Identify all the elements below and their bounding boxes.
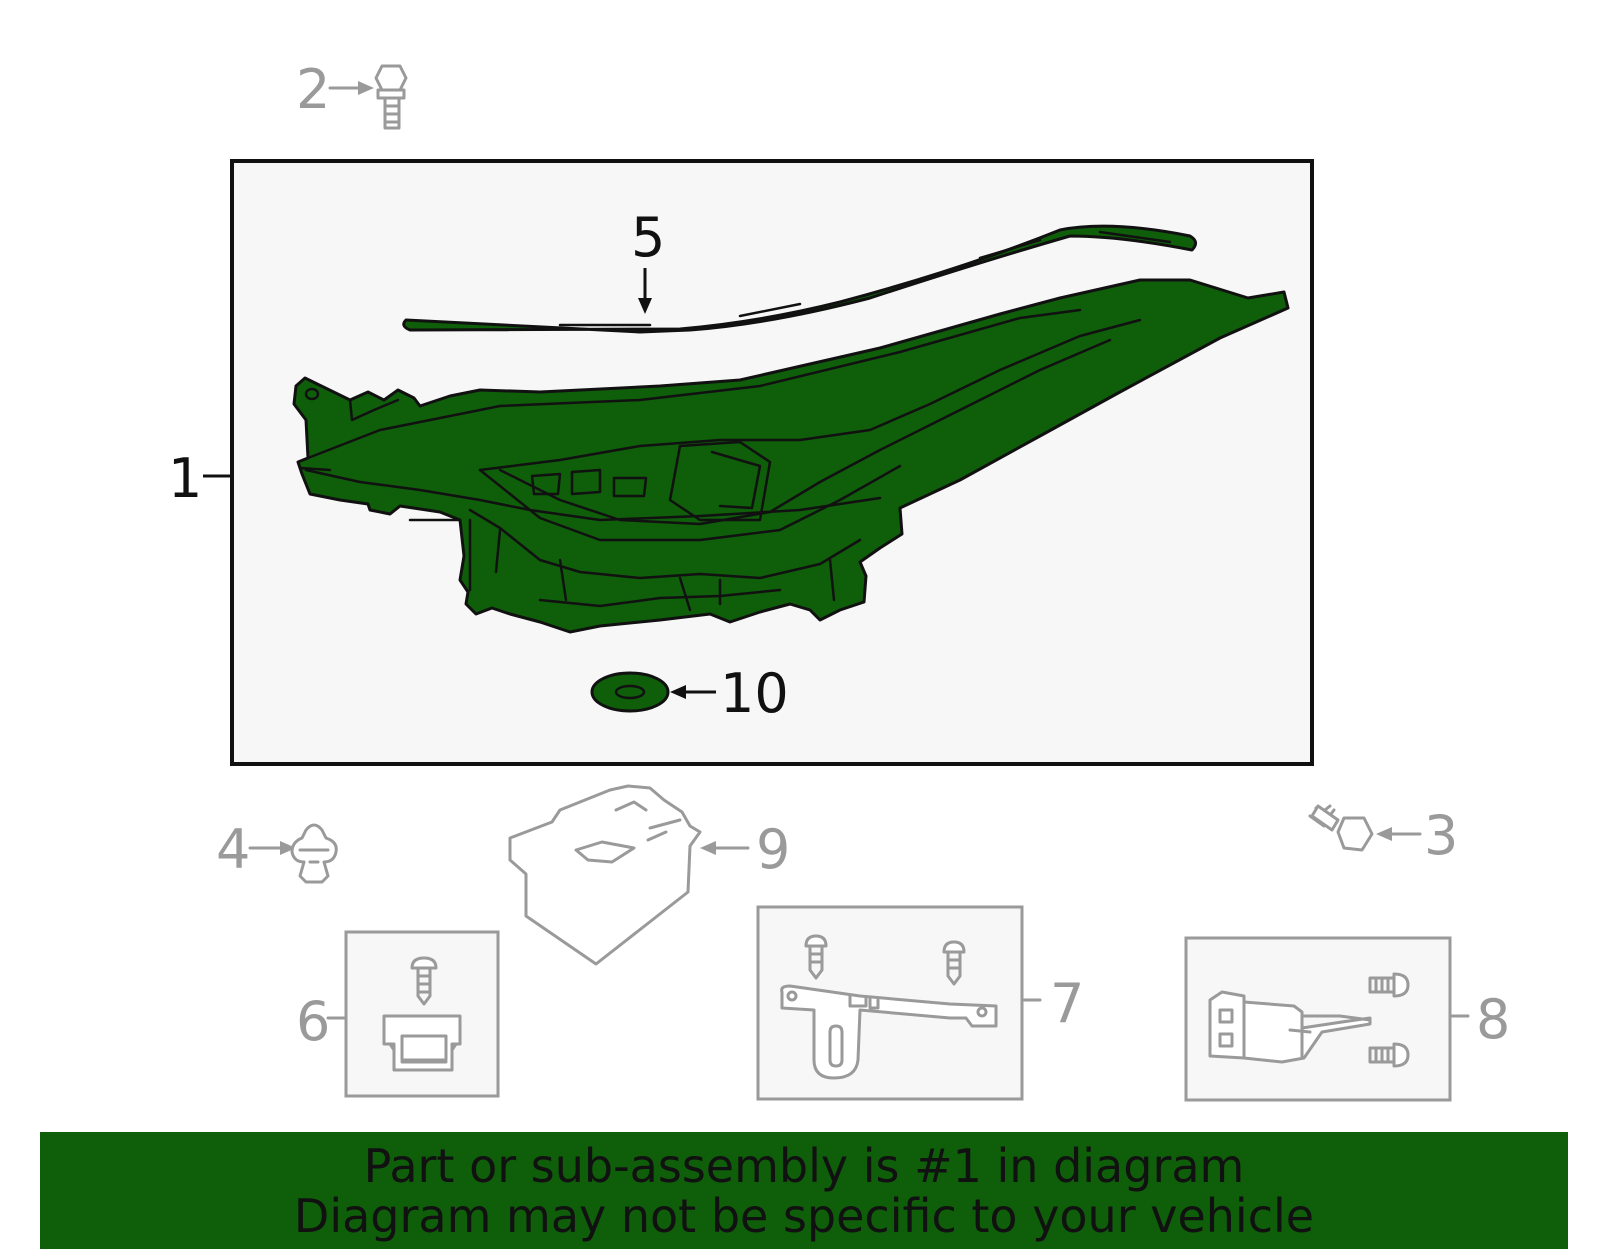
part-10-grommet[interactable] bbox=[590, 671, 670, 713]
callout-2-arrowhead bbox=[358, 81, 374, 95]
part-8-motor-icon bbox=[1208, 990, 1372, 1064]
part-2-bolt-icon[interactable] bbox=[374, 64, 408, 130]
callout-9-arrowhead bbox=[700, 841, 716, 855]
callout-7: 7 bbox=[1050, 972, 1084, 1035]
callout-10-arrowhead bbox=[670, 685, 686, 699]
callout-9: 9 bbox=[756, 818, 790, 881]
callout-4-arrowhead bbox=[280, 841, 296, 855]
part-6-screw-icon bbox=[410, 956, 438, 1006]
part-7-screw-left-icon bbox=[804, 934, 828, 980]
part-7-bracket-icon bbox=[780, 984, 998, 1080]
part-1-headlamp-assembly[interactable] bbox=[292, 278, 1290, 634]
part-9-bracket[interactable] bbox=[508, 784, 702, 966]
part-8-screw-bottom-icon bbox=[1368, 1042, 1410, 1068]
callout-6: 6 bbox=[296, 990, 330, 1053]
callout-4: 4 bbox=[216, 818, 250, 881]
callout-8: 8 bbox=[1476, 988, 1510, 1051]
callout-5: 5 bbox=[631, 206, 665, 269]
part-8-screw-top-icon bbox=[1368, 972, 1410, 998]
part-7-screw-right-icon bbox=[942, 940, 966, 986]
part-3-bolt-icon[interactable] bbox=[1308, 804, 1374, 852]
part-5-seal-strip[interactable] bbox=[402, 224, 1197, 334]
callout-5-arrowhead bbox=[638, 298, 652, 314]
callout-10: 10 bbox=[720, 662, 789, 725]
part-4-clip-icon[interactable] bbox=[290, 823, 338, 884]
footer-line-1: Part or sub-assembly is #1 in diagram bbox=[363, 1138, 1245, 1193]
part-6-adjuster-icon bbox=[382, 1014, 462, 1072]
footer-line-2: Diagram may not be specific to your vehi… bbox=[293, 1188, 1315, 1243]
callout-2: 2 bbox=[296, 58, 330, 121]
callout-3: 3 bbox=[1424, 804, 1458, 867]
callout-1[interactable]: 1 bbox=[168, 447, 202, 510]
footer-banner: Part or sub-assembly is #1 in diagram Di… bbox=[40, 1132, 1568, 1249]
callout-3-arrowhead bbox=[1376, 827, 1392, 841]
